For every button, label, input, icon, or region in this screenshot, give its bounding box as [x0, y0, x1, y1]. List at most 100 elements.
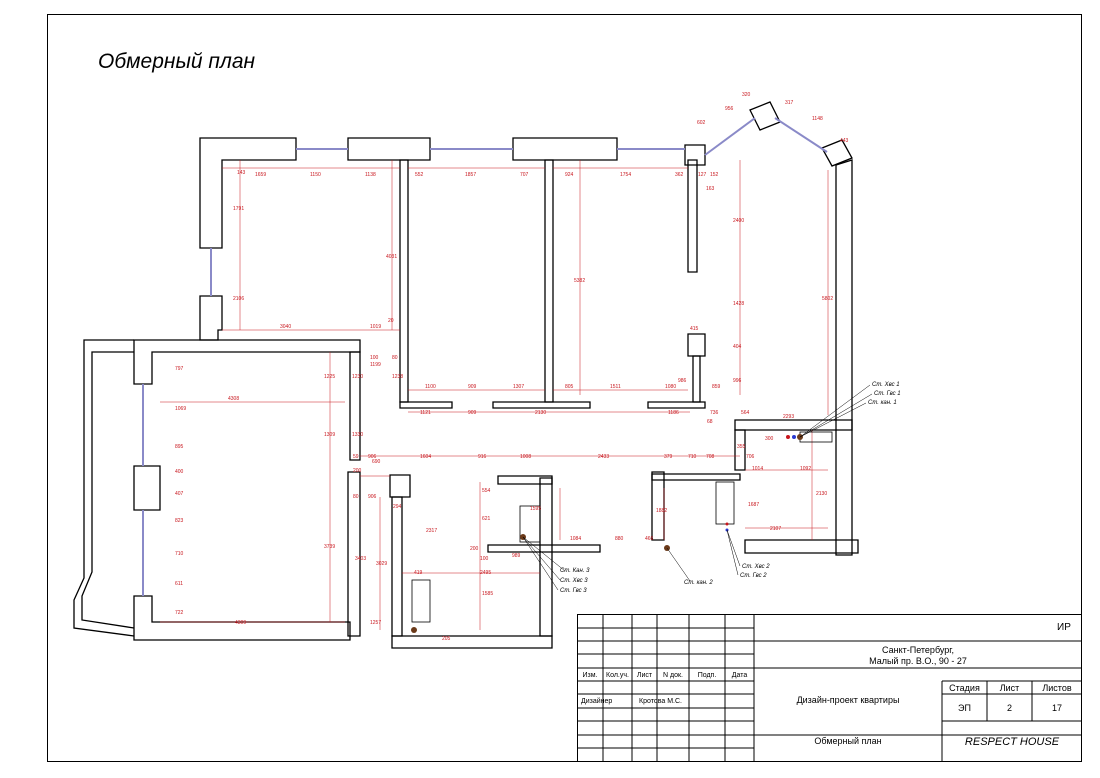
dim-label: 554: [482, 488, 491, 494]
dim-label: 1754: [620, 172, 631, 178]
windows: [142, 117, 828, 596]
stamp-col-header: N док.: [663, 672, 683, 679]
dim-label: 706: [746, 454, 755, 460]
dim-label: 1330: [352, 432, 363, 438]
leader-lines: [522, 384, 873, 591]
dim-label: 400: [175, 469, 184, 475]
stamp-project: Дизайн-проект квартиры: [796, 695, 900, 705]
dim-label: 415: [690, 326, 699, 332]
dim-label: 710: [688, 454, 697, 460]
riser-label: Ст. Кан. 3: [560, 568, 590, 574]
dim-label: 1511: [610, 384, 621, 390]
title-block: ИР Санкт-Петербург, Малый пр. В.О., 90 -…: [577, 614, 1082, 762]
riser-label: Ст. кан. 2: [684, 580, 713, 586]
dim-label: 355: [737, 444, 746, 450]
riser-label: Ст. Хвс 2: [742, 564, 770, 570]
dim-label: 1069: [175, 406, 186, 412]
dim-label: 797: [175, 366, 184, 372]
fixtures: [411, 431, 833, 623]
dim-label: 552: [415, 172, 424, 178]
dim-label: 707: [520, 172, 529, 178]
dim-label: 379: [664, 454, 673, 460]
dim-label: 163: [706, 186, 715, 192]
dim-label: 1014: [752, 466, 763, 472]
dim-label: 1092: [800, 466, 811, 472]
dim-label: 708: [706, 454, 715, 460]
stamp-stage-header: Стадия: [949, 683, 980, 693]
dim-label: 127: [698, 172, 707, 178]
dim-label: 611: [175, 581, 183, 587]
dim-label: 4308: [228, 396, 239, 402]
dim-label: 80: [353, 494, 359, 500]
dim-label: 736: [710, 410, 719, 416]
dim-label: 404: [733, 344, 742, 350]
dim-label: 1307: [513, 384, 524, 390]
stamp-address-line2: Малый пр. В.О., 90 - 27: [869, 656, 967, 666]
stamp-sheet-header: Лист: [999, 683, 1020, 693]
dim-label: 317: [785, 100, 794, 106]
page-title: Обмерный план: [98, 50, 256, 73]
dim-label: 1595: [530, 506, 541, 512]
dim-label: 3403: [355, 556, 366, 562]
dim-label: 1084: [570, 536, 581, 542]
dim-label: 2400: [733, 218, 744, 224]
riser-markers: [411, 434, 803, 633]
dim-label: 1857: [465, 172, 476, 178]
stamp-col-header: Кол.уч.: [606, 672, 629, 679]
dim-label: 1148: [812, 116, 823, 122]
stamp-role: Дизайнер: [581, 698, 613, 705]
dim-label: 3040: [280, 324, 291, 330]
dim-label: 2130: [535, 410, 546, 416]
drawing-frame: [47, 14, 1082, 762]
dim-label: 986: [678, 378, 687, 384]
dim-label: 602: [697, 120, 706, 126]
dim-label: 1100: [425, 384, 436, 390]
dim-label: 895: [175, 444, 184, 450]
dim-label: 1659: [255, 172, 266, 178]
dim-label: 4031: [386, 254, 397, 260]
dim-label: 1585: [482, 591, 493, 597]
stamp-sheets-value: 17: [1051, 703, 1062, 713]
riser-label: Ст. Хвс 1: [872, 382, 900, 388]
dim-label: 2433: [598, 454, 609, 460]
dim-label: 2293: [783, 414, 794, 420]
dim-label: 2106: [233, 296, 244, 302]
dim-label: 200: [353, 468, 362, 474]
dim-label: 407: [175, 491, 184, 497]
riser-label: Ст. Гвс 3: [560, 588, 587, 594]
dimension-lines: [160, 160, 829, 630]
dim-label: 710: [175, 551, 184, 557]
stamp-col-header: Изм.: [582, 672, 598, 679]
dim-label: 205: [442, 636, 451, 642]
dim-label: 1186: [668, 410, 679, 416]
dim-label: 5802: [822, 296, 833, 302]
dim-label: 3029: [376, 561, 387, 567]
riser-label: Ст. кан. 1: [868, 400, 897, 406]
stamp-stage-value: ЭП: [958, 703, 971, 713]
dim-label: 956: [725, 106, 734, 112]
stamp-address-line1: Санкт-Петербург,: [882, 645, 954, 655]
dim-label: 924: [565, 172, 574, 178]
dim-label: 621: [482, 516, 491, 522]
dim-label: 859: [712, 384, 721, 390]
title-block-grid: [577, 614, 1082, 762]
stamp-sheet-title: Обмерный план: [814, 736, 882, 746]
dim-label: 989: [512, 553, 521, 559]
riser-label: Ст. Гвс 2: [740, 573, 767, 579]
dim-label: 1309: [324, 432, 335, 438]
dim-label: 1008: [520, 454, 531, 460]
dim-label: 1238: [392, 374, 403, 380]
dim-label: 805: [565, 384, 574, 390]
stamp-col-header: Лист: [636, 672, 653, 679]
dim-label: 4309: [235, 620, 246, 626]
dim-label: 1019: [370, 324, 381, 330]
stamp-sheets-header: Листов: [1042, 683, 1072, 693]
dim-label: 564: [741, 410, 750, 416]
dim-label: 1882: [656, 508, 667, 514]
dim-label: 1080: [665, 384, 676, 390]
dim-label: 1230: [352, 374, 363, 380]
dim-label: 1225: [324, 374, 335, 380]
dim-label: 722: [175, 610, 184, 616]
dim-label: 1199: [370, 362, 381, 368]
